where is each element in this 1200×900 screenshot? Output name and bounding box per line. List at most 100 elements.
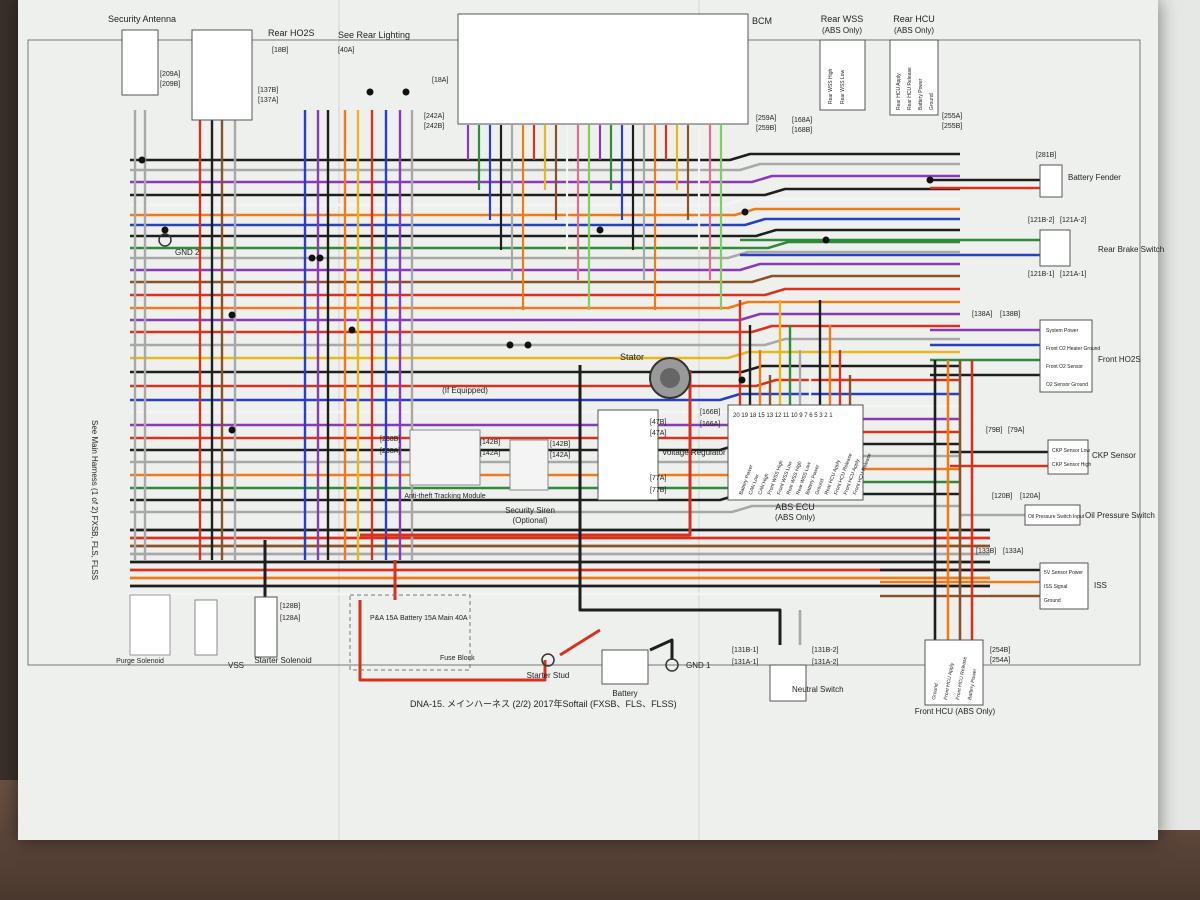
pin-label: Front O2 Sensor: [1046, 364, 1083, 370]
rear-wss-label: Rear WSS: [821, 14, 864, 24]
harness-wire: [130, 364, 960, 374]
pin-label: Front O2 Heater Ground: [1046, 346, 1100, 352]
connector-255b: [255B]: [942, 123, 962, 130]
gnd2-icon: [158, 233, 172, 247]
wire-layer: [130, 88, 1048, 682]
iss-box: [1039, 562, 1089, 610]
connector-209b: [209B]: [160, 81, 180, 88]
pin-label: Rear HCU Apply: [896, 73, 902, 110]
neutral-switch-box: [769, 664, 807, 702]
connector-254a: [254A]: [990, 657, 1010, 664]
harness-wire: [130, 300, 960, 310]
iss-label: ISS: [1094, 581, 1107, 590]
security-siren-label: Security Siren: [505, 506, 555, 515]
connector-131b1: [131B-1]: [732, 647, 759, 654]
splice-dot: [228, 426, 236, 434]
harness-wire: [130, 312, 960, 322]
purge-solenoid-label: Purge Solenoid: [116, 658, 164, 665]
connector-255a: [255A]: [942, 113, 962, 120]
connector-142b: [142B]: [480, 439, 500, 446]
p-and-a-fuse-label: P&A 15A: [370, 615, 398, 622]
anti-theft-module-box: [409, 429, 481, 486]
battery-label: Battery: [612, 689, 637, 698]
splice-dot: [402, 88, 410, 96]
vss-box: [194, 599, 218, 656]
starter-stud-icon: [541, 653, 555, 667]
abs-ecu-box: [727, 404, 864, 501]
rear-wss-box: [819, 39, 866, 111]
connector-133b: [133B]: [976, 548, 996, 555]
battery-fender-box: [1039, 164, 1063, 198]
pin-label: ISS Signal: [1044, 584, 1067, 590]
security-siren-box: [509, 439, 549, 491]
connector-40a: [40A]: [338, 47, 354, 54]
pin-label: CKP Sensor Low: [1052, 448, 1090, 454]
rear-hcu-note: (ABS Only): [894, 26, 934, 35]
ckp-sensor-box: [1047, 439, 1089, 475]
connector-133a: [133A]: [1003, 548, 1023, 555]
harness-wire: [130, 174, 960, 184]
rear-hcu-label: Rear HCU: [893, 14, 935, 24]
harness-wire: [130, 392, 960, 402]
connector-79b: [79B]: [986, 427, 1002, 434]
pin-label: Ground: [929, 93, 935, 110]
pin-label: Ground: [814, 478, 825, 496]
pin-label: Rear WSS Low: [840, 69, 846, 104]
splice-dot: [738, 376, 746, 384]
connector-166b: [166B]: [700, 409, 720, 416]
rear-hcu-box: [889, 39, 939, 116]
pin-label: System Power: [1046, 328, 1079, 334]
connector-281b: [281B]: [1036, 152, 1056, 159]
gnd1-icon: [665, 658, 679, 672]
battery-box: [601, 649, 649, 685]
battery-fender-label: Battery Fender: [1068, 173, 1121, 182]
connector-168b: [168B]: [792, 127, 812, 134]
pin-label: Battery Power: [918, 78, 924, 110]
starter-stud-label: Starter Stud: [527, 671, 570, 680]
front-ho2s-box: [1039, 319, 1093, 393]
fuse-block-label: Fuse Block: [440, 655, 475, 662]
neutral-switch-label: Neutral Switch: [792, 685, 844, 694]
connector-209a: [209A]: [160, 71, 180, 78]
connector-131b2: [131B-2]: [812, 647, 839, 654]
harness-wire: [130, 324, 960, 334]
splice-dot: [316, 254, 324, 262]
connector-47a: [47A]: [650, 430, 666, 437]
pin-label: O2 Sensor Ground: [1046, 382, 1088, 388]
connector-259a: [259A]: [756, 115, 776, 122]
if-equipped-label: (If Equipped): [442, 386, 488, 395]
starter-solenoid-label: Starter Solenoid: [254, 656, 311, 665]
gnd2-label: GND 2: [175, 248, 200, 257]
harness-wire: [559, 628, 601, 657]
paper-fold: [698, 0, 700, 840]
connector-242b: [242B]: [424, 123, 444, 130]
splice-dot: [741, 208, 749, 216]
connector-128b: [128B]: [280, 603, 300, 610]
connector-120b: [120B]: [992, 493, 1012, 500]
connector-121b2: [121B-2]: [1028, 217, 1055, 224]
connector-137a: [137A]: [258, 97, 278, 104]
rear-ho2s-box: [191, 29, 253, 121]
connector-131a1: [131A-1]: [732, 659, 759, 666]
front-ho2s-label: Front HO2S: [1098, 355, 1141, 364]
harness-wire: [130, 504, 960, 514]
connector-121a2: [121A-2]: [1060, 217, 1087, 224]
connector-259b: [259B]: [756, 125, 776, 132]
connector-120a: [120A]: [1020, 493, 1040, 500]
connector-138a: [138A]: [972, 311, 992, 318]
connector-18a: [18A]: [432, 77, 448, 84]
harness-wire: [578, 365, 782, 645]
harness-wire: [130, 197, 960, 207]
splice-dot: [161, 226, 169, 234]
splice-dot: [926, 176, 934, 184]
harness-wire: [130, 228, 960, 238]
fuse-block-box: [349, 594, 471, 671]
connector-268a: [268A]: [380, 448, 400, 455]
harness-wire: [130, 162, 960, 172]
pin-label: CKP Sensor High: [1052, 462, 1091, 468]
harness-wire: [130, 274, 960, 284]
